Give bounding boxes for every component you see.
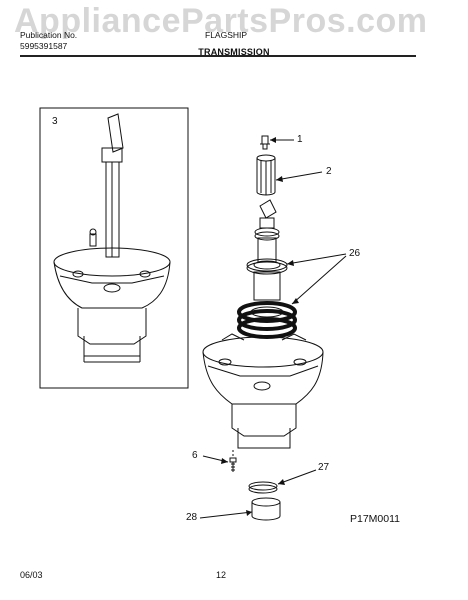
inset-transmission-assembly xyxy=(53,113,171,363)
page-number: 12 xyxy=(216,570,227,580)
exploded-transmission-assembly xyxy=(202,135,324,521)
part-2-sleeve xyxy=(256,154,276,196)
publication-label: Publication No. xyxy=(20,30,78,40)
callout-26: 26 xyxy=(349,248,361,259)
part-27-ring xyxy=(248,481,278,494)
publication-number: 5995391587 xyxy=(20,41,68,51)
part-28-bushing xyxy=(251,497,281,521)
part-1-pin xyxy=(260,135,270,150)
part-26-upper-seal xyxy=(246,258,288,275)
callout-1: 1 xyxy=(297,134,303,145)
callout-6: 6 xyxy=(192,450,198,461)
part-6-screw xyxy=(229,450,237,472)
inset-frame xyxy=(39,107,189,389)
callout-27: 27 xyxy=(318,462,330,473)
callout-arrowheads xyxy=(221,137,299,516)
figure-id: P17M0011 xyxy=(350,513,401,525)
part-26-lower-seal xyxy=(237,301,297,339)
footer-date: 06/03 xyxy=(20,570,43,580)
callout-inset: 3 xyxy=(52,116,58,127)
watermark: AppliancePartsPros.com xyxy=(14,2,428,40)
callout-28: 28 xyxy=(186,512,198,523)
header-rule xyxy=(20,55,416,57)
publication-info: Publication No. 5995391587 xyxy=(20,30,77,52)
callout-2: 2 xyxy=(326,166,332,177)
section-title: TRANSMISSION xyxy=(198,47,270,57)
brand-name: FLAGSHIP xyxy=(205,30,248,40)
